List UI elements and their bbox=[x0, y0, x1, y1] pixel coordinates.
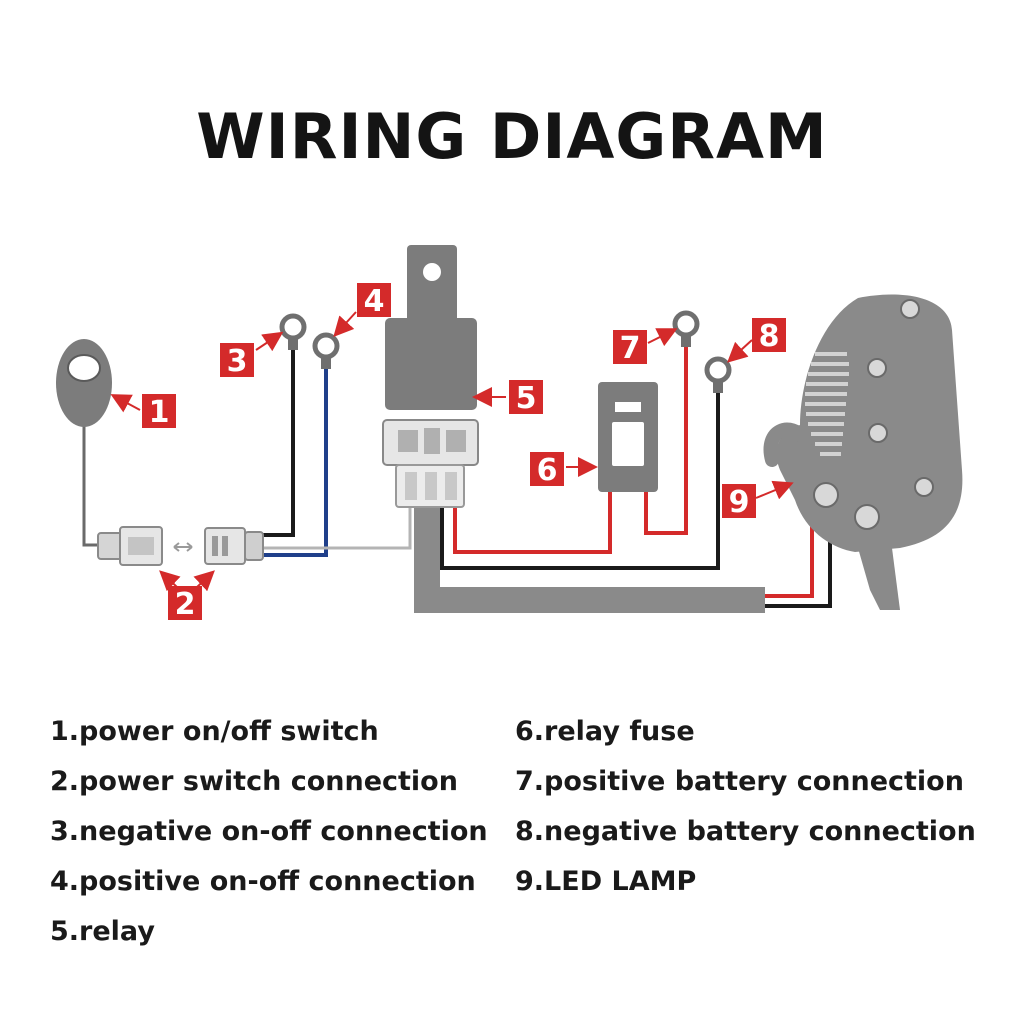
legend-item-6: 6.relay fuse bbox=[515, 716, 695, 747]
callout-2-label: 2 bbox=[175, 587, 196, 622]
callout-8: 8 bbox=[752, 318, 786, 354]
legend-item-1: 1.power on/off switch bbox=[50, 716, 379, 747]
ring-terminal-4-icon bbox=[312, 332, 340, 369]
led-lamp-icon bbox=[763, 294, 963, 610]
callout-arrows bbox=[110, 311, 794, 592]
relay-fuse-icon bbox=[598, 382, 658, 492]
ring-terminal-3-icon bbox=[279, 313, 307, 350]
callout-5: 5 bbox=[509, 380, 543, 416]
ring-terminal-7-icon bbox=[672, 310, 700, 347]
power-switch-icon bbox=[56, 339, 112, 427]
legend-item-7: 7.positive battery connection bbox=[515, 766, 964, 797]
callout-7-label: 7 bbox=[620, 331, 641, 366]
callout-6: 6 bbox=[530, 452, 564, 488]
callout-3-label: 3 bbox=[227, 344, 248, 379]
legend-item-8: 8.negative battery connection bbox=[515, 816, 976, 847]
callout-6-label: 6 bbox=[537, 453, 558, 488]
callout-4-label: 4 bbox=[364, 284, 385, 319]
legend-item-2: 2.power switch connection bbox=[50, 766, 458, 797]
callout-3: 3 bbox=[220, 343, 254, 379]
legend-item-4: 4.positive on-off connection bbox=[50, 866, 476, 897]
callout-4: 4 bbox=[357, 283, 391, 319]
legend-item-9: 9.LED LAMP bbox=[515, 866, 697, 897]
callout-9: 9 bbox=[722, 484, 756, 520]
callout-9-label: 9 bbox=[729, 485, 750, 520]
callout-8-label: 8 bbox=[759, 319, 780, 354]
legend-item-3: 3.negative on-off connection bbox=[50, 816, 488, 847]
relay-icon bbox=[382, 245, 479, 508]
power-switch-connector-icon bbox=[97, 526, 264, 566]
callout-1-label: 1 bbox=[149, 395, 170, 430]
callout-5-label: 5 bbox=[516, 381, 537, 416]
callout-2: 2 bbox=[168, 586, 202, 622]
callout-7: 7 bbox=[613, 330, 647, 366]
legend-item-5: 5.relay bbox=[50, 916, 155, 947]
callout-1: 1 bbox=[142, 394, 176, 430]
diagram-title: WIRING DIAGRAM bbox=[196, 100, 828, 173]
ring-terminal-8-icon bbox=[704, 356, 732, 393]
wires bbox=[82, 345, 832, 613]
